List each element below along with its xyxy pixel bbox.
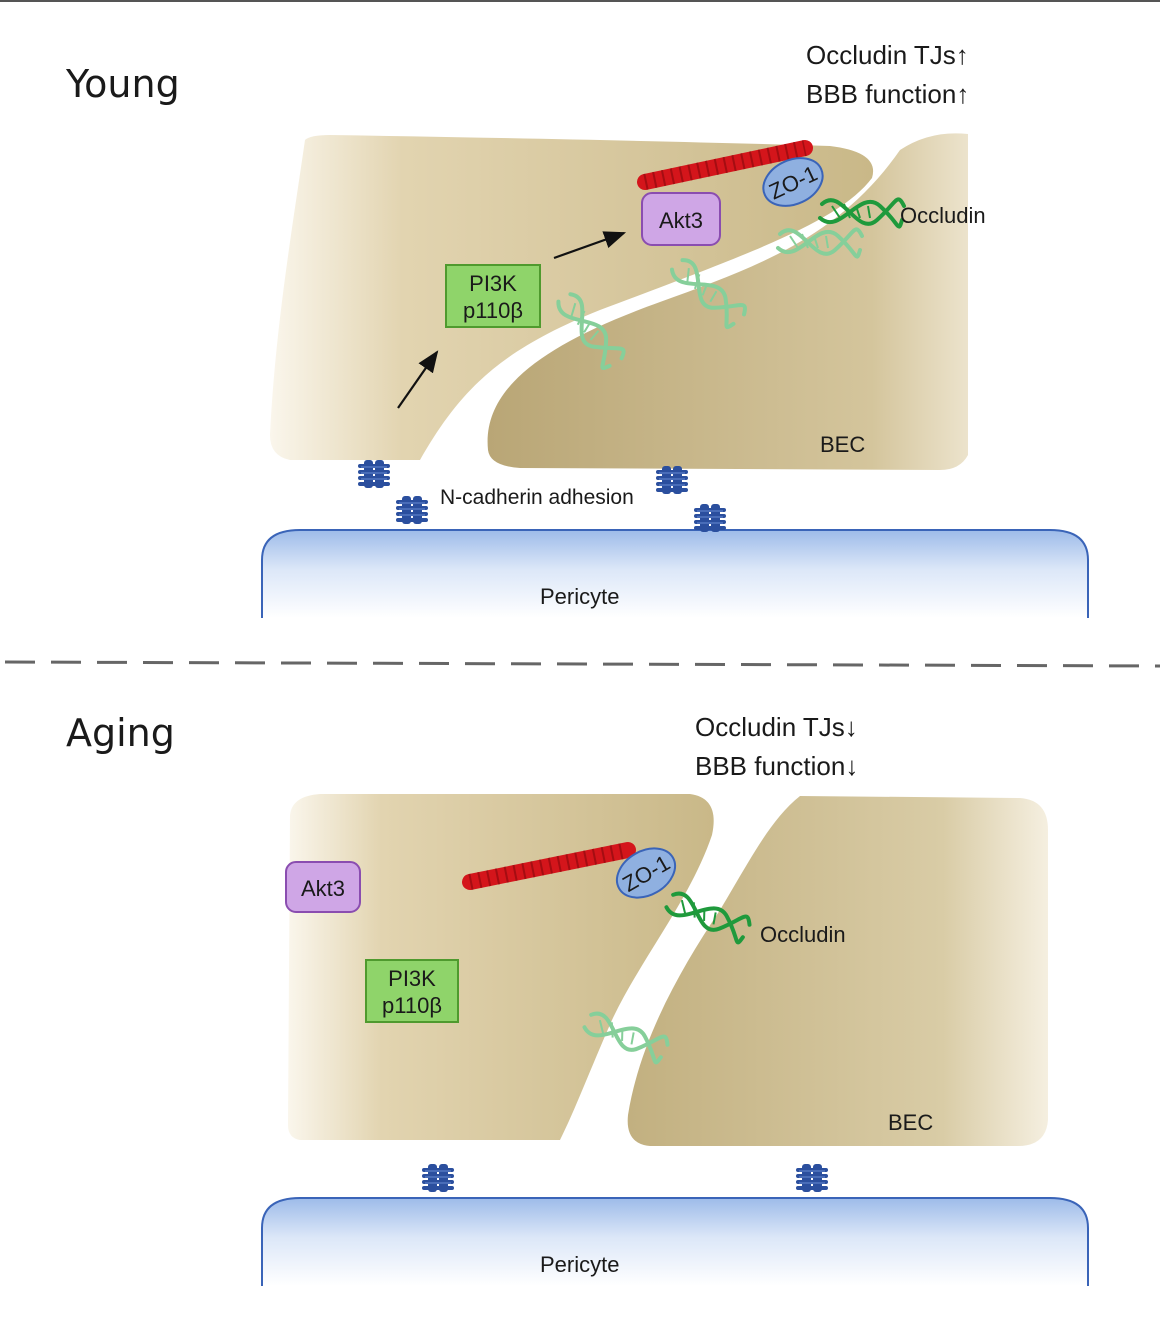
aging-occludin-label: Occludin xyxy=(760,922,846,947)
aging-effect-bbb: BBB function↓ xyxy=(695,751,858,781)
aging-bec-right-cell xyxy=(627,796,1048,1146)
young-effect-bbb: BBB function↑ xyxy=(806,79,969,109)
top-border-line xyxy=(0,0,1160,2)
aging-bec-label: BEC xyxy=(888,1110,933,1135)
aging-ncadherin xyxy=(796,1162,828,1194)
aging-ncadherin xyxy=(422,1162,454,1194)
aging-pericyte-label: Pericyte xyxy=(540,1252,619,1277)
young-pi3k: PI3K p110β xyxy=(445,264,541,328)
young-ncadherin xyxy=(656,464,688,496)
aging-panel: Aging Occludin TJs↓ BBB function↓ Pericy… xyxy=(66,711,1089,1286)
aging-title: Aging xyxy=(66,711,175,755)
young-akt3: Akt3 xyxy=(641,192,721,246)
young-ncadherin xyxy=(358,458,390,490)
aging-bec-left-cell xyxy=(288,794,714,1140)
aging-pi3k-line1: PI3K xyxy=(388,966,436,991)
young-pi3k-line1: PI3K xyxy=(469,271,517,296)
aging-effect-occludin: Occludin TJs↓ xyxy=(695,712,858,742)
young-pi3k-line2: p110β xyxy=(463,298,523,323)
aging-pi3k-line2: p110β xyxy=(382,993,442,1018)
aging-pericyte xyxy=(261,1197,1089,1286)
aging-akt3: Akt3 xyxy=(285,861,361,913)
young-akt3-label: Akt3 xyxy=(659,208,703,233)
young-pericyte xyxy=(261,529,1089,618)
young-zo1: ZO-1 xyxy=(762,157,824,207)
young-panel: Young Occludin TJs↑ BBB function↑ Pericy… xyxy=(0,0,1160,618)
aging-akt3-label: Akt3 xyxy=(301,876,345,901)
young-ncadherin xyxy=(694,502,726,534)
young-actin-filament xyxy=(637,140,813,190)
young-occludin-label: Occludin xyxy=(900,203,986,228)
young-pericyte-label: Pericyte xyxy=(540,584,619,609)
aging-pi3k: PI3K p110β xyxy=(365,959,459,1023)
young-bec-label: BEC xyxy=(820,432,865,457)
young-ncadherin-label: N-cadherin adhesion xyxy=(440,486,634,509)
young-ncadherin xyxy=(396,494,428,526)
young-arrow-to-akt3 xyxy=(553,231,627,260)
young-bec-left-cell xyxy=(270,135,874,460)
young-effect-occludin: Occludin TJs↑ xyxy=(806,40,969,70)
young-arrow-to-pi3k xyxy=(397,350,439,409)
young-title: Young xyxy=(65,62,180,106)
aging-actin-filament xyxy=(462,842,636,890)
panel-divider xyxy=(4,660,1160,668)
